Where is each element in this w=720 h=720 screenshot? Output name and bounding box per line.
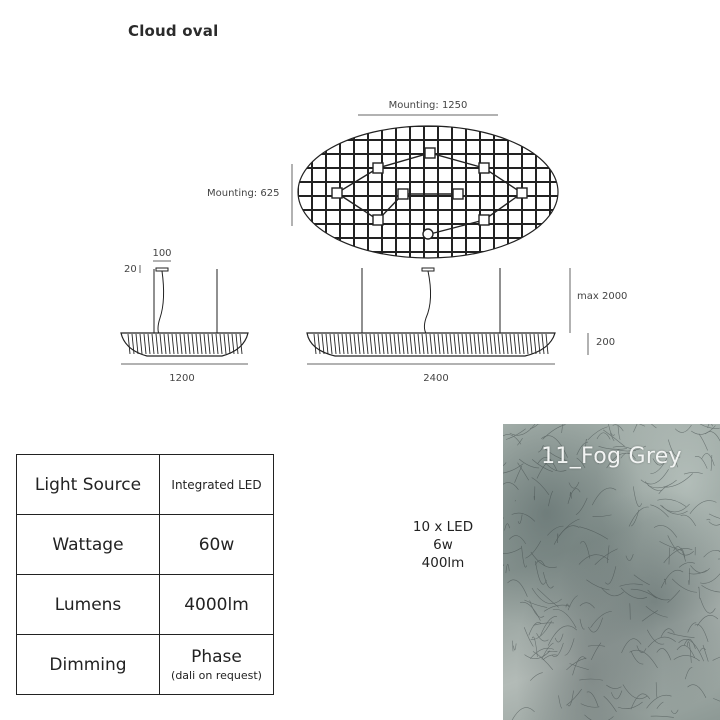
spec-row-light-source: Light Source Integrated LED	[16, 454, 274, 515]
spec-key: Dimming	[16, 634, 160, 695]
spec-row-dimming: Dimming Phase (dali on request)	[16, 634, 274, 695]
canopy-point	[422, 228, 434, 240]
fibre-texture	[503, 424, 720, 720]
large-length-label: 2400	[423, 373, 448, 384]
spec-value: 4000lm	[159, 574, 274, 635]
side-view-large: 2400 max 2000 200	[306, 267, 627, 384]
finish-label: 11_Fog Grey	[541, 444, 682, 469]
top-view-outline	[297, 125, 559, 259]
spec-row-lumens: Lumens 4000lm	[16, 574, 274, 635]
module-lumens: 400lm	[421, 555, 465, 571]
spec-key: Light Source	[16, 454, 160, 515]
module-wattage: 6w	[433, 537, 453, 553]
technical-drawing: Mounting: 1250 Mounting: 625 100 20 1200…	[120, 100, 627, 384]
spec-note: (dali on request)	[171, 669, 262, 682]
spec-key: Wattage	[16, 514, 160, 575]
led-modules	[331, 147, 528, 240]
body-height-label: 200	[596, 337, 615, 348]
spec-row-wattage: Wattage 60w	[16, 514, 274, 575]
small-length-label: 1200	[169, 373, 194, 384]
spec-value: Integrated LED	[159, 454, 274, 515]
led-module-label: 10 x LED 6w 400lm	[412, 518, 474, 572]
finish-swatch: 11_Fog Grey	[503, 424, 720, 720]
max-drop-label: max 2000	[577, 291, 627, 302]
spec-value: Phase	[191, 647, 242, 667]
module-count: 10 x LED	[412, 519, 474, 535]
side-view-small: 100 20 1200	[120, 248, 249, 384]
product-title: Cloud oval	[128, 22, 219, 40]
mounting-width-label: Mounting: 1250	[389, 100, 468, 111]
canopy-width-label: 100	[152, 248, 171, 259]
spec-key: Lumens	[16, 574, 160, 635]
canopy-height-label: 20	[124, 264, 137, 275]
mounting-height-label: Mounting: 625	[207, 188, 279, 199]
specs-table: Light Source Integrated LED Wattage 60w …	[16, 454, 274, 695]
spec-value-cell: Phase (dali on request)	[159, 634, 274, 695]
spec-value: 60w	[159, 514, 274, 575]
